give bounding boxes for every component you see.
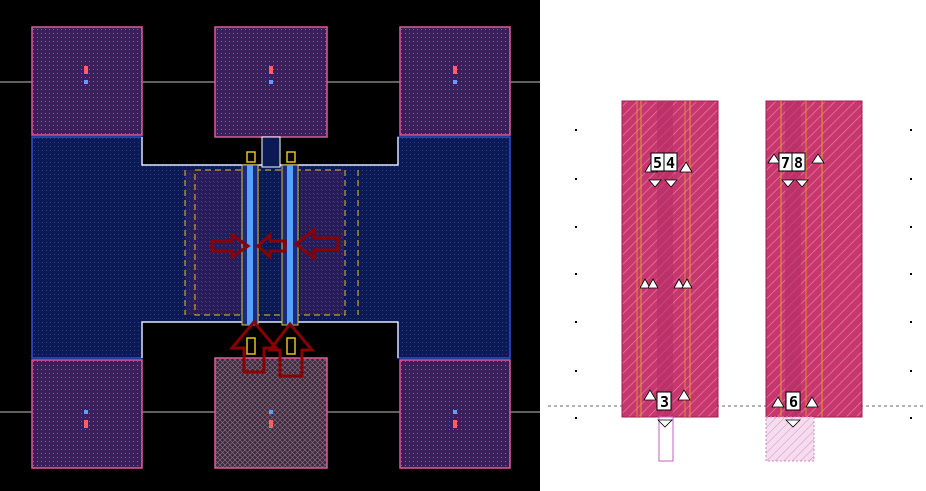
pad-top-right[interactable]	[399, 26, 511, 136]
grid-dots	[575, 129, 912, 419]
pad-bottom-left[interactable]	[31, 359, 143, 469]
label-8: 8	[794, 154, 803, 172]
label-3: 3	[660, 393, 669, 411]
pad-top-center[interactable]	[214, 26, 328, 138]
arrow-left-icon	[255, 231, 287, 261]
arrow-up-icon	[266, 321, 316, 378]
pin-labels: 5 4 7 8 3 6	[650, 152, 806, 411]
arrow-left-icon	[293, 226, 340, 262]
pad-bottom-center[interactable]	[214, 357, 328, 469]
diffusion-regions	[184, 169, 359, 316]
layout-editor-view[interactable]	[0, 0, 540, 491]
pad-top-left[interactable]	[31, 26, 143, 136]
cross-section-canvas[interactable]: 5 4 7 8 3 6	[540, 0, 926, 491]
arrow-up-icon	[228, 319, 280, 374]
arrow-icons	[210, 226, 340, 378]
arrow-right-icon	[210, 232, 251, 260]
triangle-markers	[639, 153, 825, 428]
layout-canvas[interactable]	[0, 0, 540, 491]
label-5: 5	[653, 154, 662, 172]
label-6: 6	[789, 393, 798, 411]
label-7: 7	[781, 154, 790, 172]
pad-bottom-right[interactable]	[399, 359, 511, 469]
label-4: 4	[666, 154, 675, 172]
pin-markers	[246, 151, 296, 355]
gate-connection	[261, 136, 281, 168]
cross-section-view[interactable]: 5 4 7 8 3 6	[540, 0, 926, 491]
